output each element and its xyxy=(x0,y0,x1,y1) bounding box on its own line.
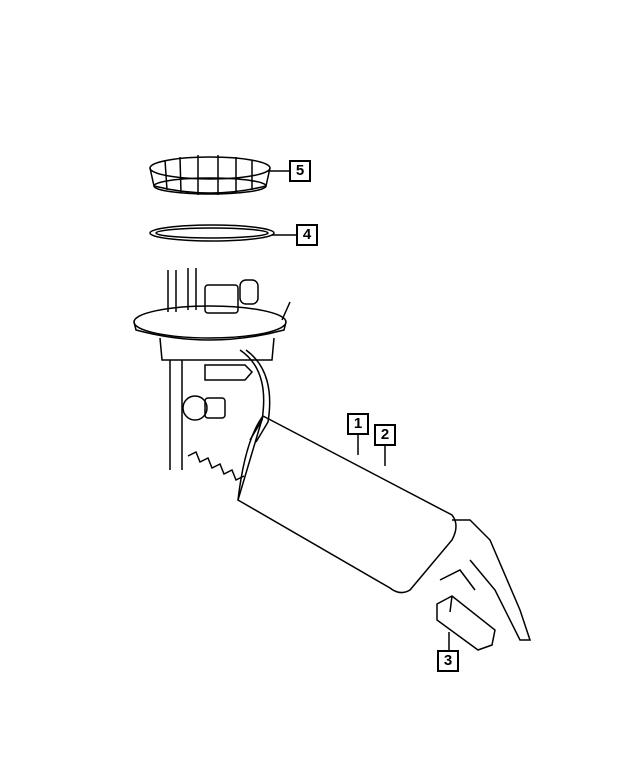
callout-1: 1 xyxy=(347,413,369,435)
callout-3: 3 xyxy=(437,650,459,672)
callout-4: 4 xyxy=(296,224,318,246)
seal-ring xyxy=(149,224,275,242)
callout-5: 5 xyxy=(289,160,311,182)
fuel-pump-body xyxy=(237,414,532,641)
callout-2: 2 xyxy=(374,424,396,446)
wire-connector xyxy=(436,595,496,651)
lock-ring xyxy=(149,155,271,195)
module-flange xyxy=(133,268,291,470)
spring xyxy=(187,450,245,482)
